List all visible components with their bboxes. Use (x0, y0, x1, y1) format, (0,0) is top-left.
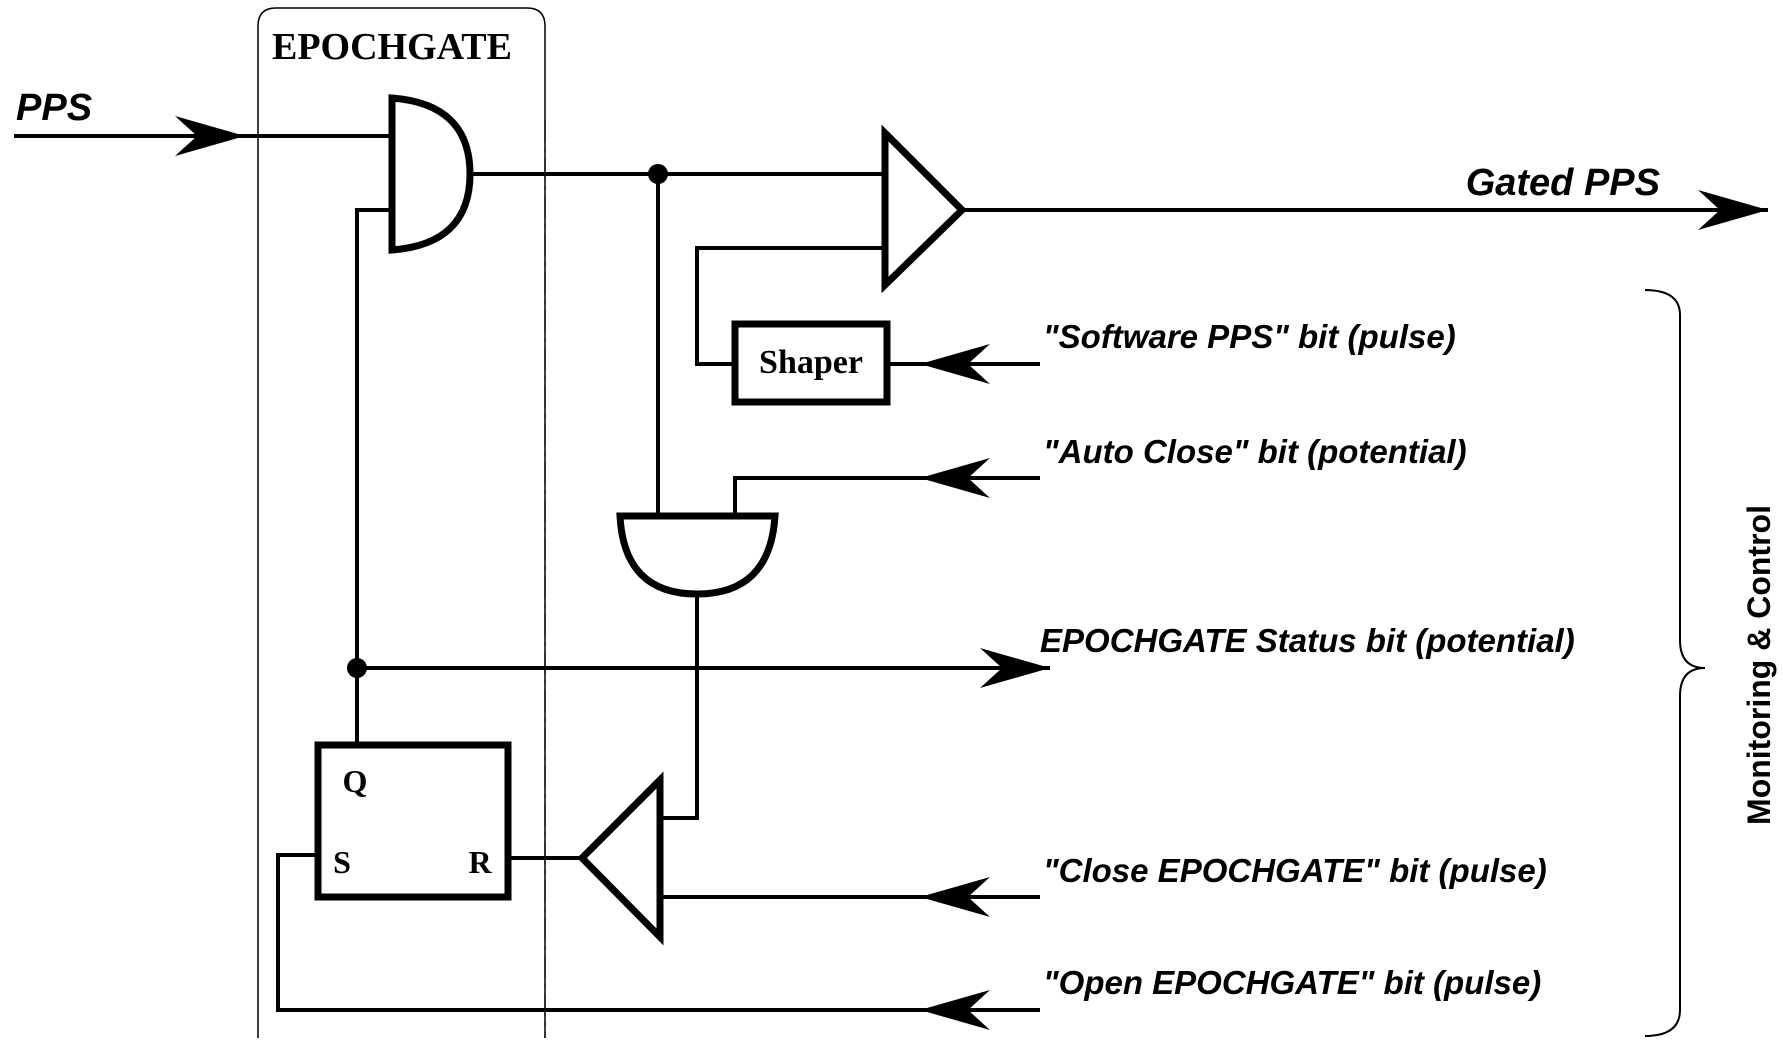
epochgate-title: EPOCHGATE (272, 26, 512, 68)
flipflop-q-label: Q (343, 763, 368, 799)
pps-label: PPS (16, 87, 92, 129)
auto-close-input-wire (733, 476, 1040, 516)
q-feedback-wire (355, 208, 392, 745)
shaper-label: Shaper (759, 344, 863, 381)
reset-or-gate (577, 771, 664, 946)
open-label: "Open EPOCHGATE" bit (pulse) (1043, 964, 1541, 1001)
sr-flipflop (314, 741, 512, 901)
gated-pps-label: Gated PPS (1466, 162, 1660, 204)
epochgate-enclosure (257, 7, 546, 1038)
open-wire (276, 853, 1040, 1012)
flipflop-r-label: R (468, 844, 492, 880)
software-pps-label: "Software PPS" bit (pulse) (1043, 318, 1456, 355)
shaper-output-wire (695, 246, 885, 366)
shaper-box (731, 320, 891, 406)
monitoring-brace (1644, 289, 1706, 1037)
monitoring-control-label: Monitoring & Control (1741, 505, 1777, 825)
auto-close-and-gate (616, 512, 779, 598)
main-and-gate (388, 94, 474, 254)
flipflop-s-label: S (333, 844, 351, 880)
auto-close-gate-output-wire (660, 594, 699, 820)
close-label: "Close EPOCHGATE" bit (pulse) (1043, 852, 1547, 889)
output-buffer-gate (881, 124, 967, 294)
status-label: EPOCHGATE Status bit (potential) (1040, 622, 1575, 659)
auto-close-label: "Auto Close" bit (potential) (1043, 433, 1467, 470)
